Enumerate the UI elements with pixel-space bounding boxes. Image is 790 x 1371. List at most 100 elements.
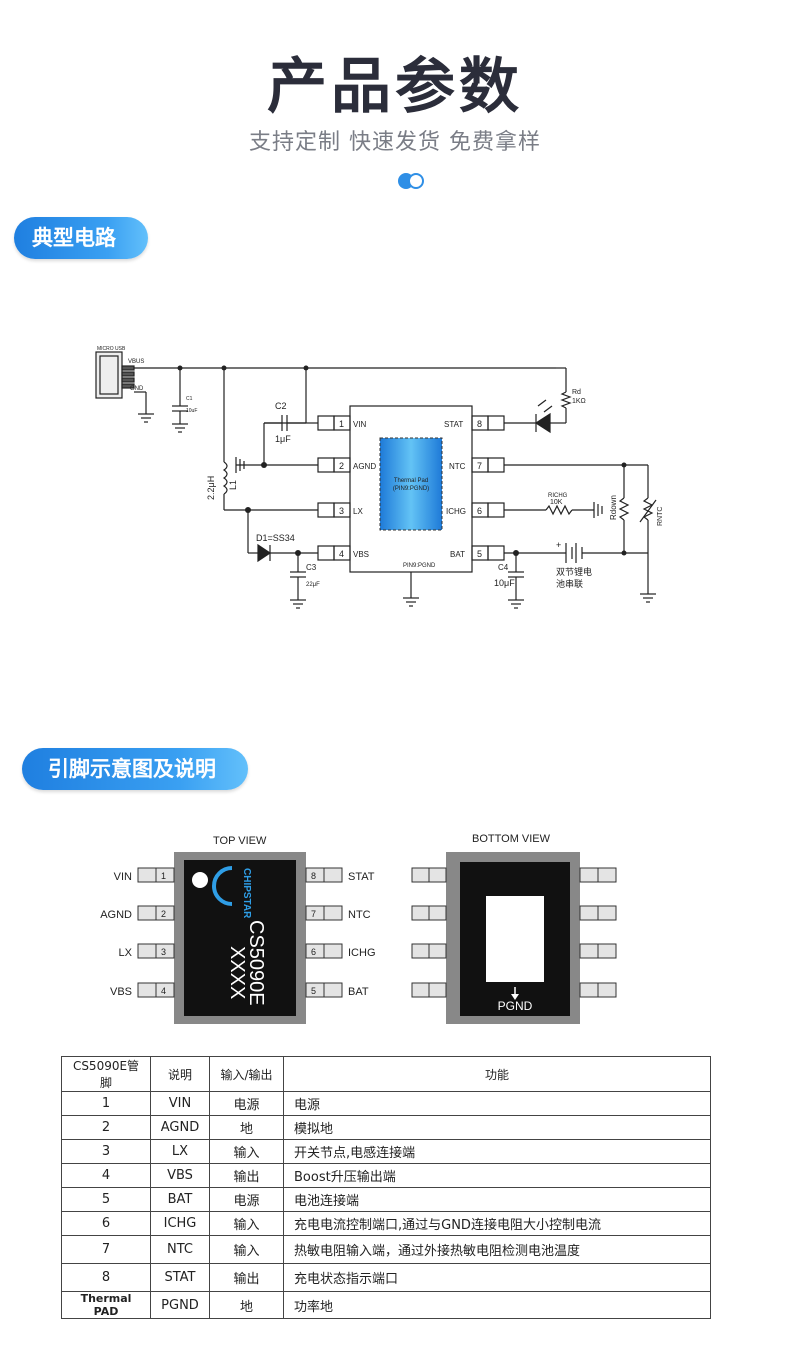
table-cell: 热敏电阻输入端，通过外接热敏电阻检测电池温度 <box>283 1235 711 1264</box>
bottom-view-label: BOTTOM VIEW <box>472 833 551 845</box>
c2-value: 1μF <box>275 434 291 444</box>
table-cell: PGND <box>150 1291 210 1319</box>
pkg-pin-name: NTC <box>348 909 371 921</box>
typical-circuit-diagram: MICRO USB VBUS GND C1 10uF C2 1μF 2.2μH … <box>95 346 664 609</box>
package-pinout-diagram: TOP VIEW BOTTOM VIEW 1 2 3 4 8 7 6 5 VIN… <box>100 833 617 1024</box>
table-header: 功能 <box>283 1056 711 1092</box>
chip-lot-code: XXXX <box>226 946 248 999</box>
l1-value: 2.2μH <box>206 476 216 500</box>
table-row: 3 LX 输入 开关节点,电感连接端 <box>61 1139 711 1164</box>
c4-label: C4 <box>498 563 509 572</box>
table-row: 2 AGND 地 模拟地 <box>61 1115 711 1140</box>
pkg-pin-name: VIN <box>114 871 132 883</box>
table-cell: ICHG <box>150 1211 210 1236</box>
table-cell: AGND <box>150 1115 210 1140</box>
pkg-pin-name: BAT <box>348 986 369 998</box>
pkg-pin-num: 1 <box>161 871 166 881</box>
d1-label: D1=SS34 <box>256 533 295 543</box>
table-row: 6 ICHG 输入 充电电流控制端口,通过与GND连接电阻大小控制电流 <box>61 1211 711 1236</box>
pkg-pin-num: 5 <box>311 986 316 996</box>
table-row: Thermal PAD PGND 地 功率地 <box>61 1291 711 1319</box>
table-cell: 输入 <box>209 1235 284 1264</box>
battery-label-1: 双节锂电 <box>556 566 592 577</box>
table-row: 4 VBS 输出 Boost升压输出端 <box>61 1163 711 1188</box>
table-header: 说明 <box>150 1056 210 1092</box>
c3-value: 22μF <box>306 582 320 588</box>
table-cell: NTC <box>150 1235 210 1264</box>
circuit-pin-name: VBS <box>353 550 369 559</box>
richg-value: 10K <box>550 499 563 506</box>
chip-part-number: CS5090E <box>245 920 267 1006</box>
table-cell: 输出 <box>209 1163 284 1188</box>
circuit-pin-num: 2 <box>339 461 344 471</box>
pkg-pin-num: 8 <box>311 871 316 881</box>
usb-gnd-label: GND <box>130 386 144 392</box>
richg-label: RICHG <box>548 493 568 499</box>
table-cell: 输入 <box>209 1211 284 1236</box>
circuit-pin-num: 7 <box>477 461 482 471</box>
table-cell: 4 <box>61 1163 151 1188</box>
rntc-label: RNTC <box>657 507 664 526</box>
table-cell: Thermal PAD <box>61 1291 151 1319</box>
table-cell: BAT <box>150 1187 210 1212</box>
table-cell: 2 <box>61 1115 151 1140</box>
table-cell: 功率地 <box>283 1291 711 1319</box>
table-cell: VIN <box>150 1091 210 1116</box>
table-cell: 电池连接端 <box>283 1187 711 1212</box>
table-cell: 6 <box>61 1211 151 1236</box>
c3-label: C3 <box>306 563 317 572</box>
circuit-pin-name: BAT <box>450 550 465 559</box>
pin9-label: PIN9:PGND <box>403 563 436 569</box>
table-cell: 7 <box>61 1235 151 1264</box>
pkg-pin-name: VBS <box>110 986 132 998</box>
table-cell: 开关节点,电感连接端 <box>283 1139 711 1164</box>
c4-value: 10μF <box>494 578 515 588</box>
thermal-pad-sublabel: (PIN9:PGND) <box>393 486 429 492</box>
circuit-pin-num: 4 <box>339 549 344 559</box>
table-cell: 8 <box>61 1263 151 1292</box>
pkg-pin-name: AGND <box>100 909 132 921</box>
section-heading-pinout: 引脚示意图及说明 <box>22 748 248 790</box>
pkg-pin-num: 4 <box>161 986 166 996</box>
rd-label: Rd <box>572 389 581 396</box>
pgnd-label: PGND <box>498 999 533 1013</box>
table-cell: 地 <box>209 1115 284 1140</box>
table-cell: Boost升压输出端 <box>283 1163 711 1188</box>
table-cell: 1 <box>61 1091 151 1116</box>
circuit-pin-name: ICHG <box>446 507 466 516</box>
pkg-pin-name: LX <box>119 947 133 959</box>
pin-description-table: CS5090E管脚 说明 输入/输出 功能 1 VIN 电源 电源 2 AGND… <box>61 1056 711 1319</box>
pkg-pin-num: 3 <box>161 947 166 957</box>
c1-label: C1 <box>186 396 193 402</box>
circuit-pin-name: LX <box>353 507 363 516</box>
table-cell: LX <box>150 1139 210 1164</box>
circuit-pin-num: 6 <box>477 506 482 516</box>
table-cell: 地 <box>209 1291 284 1319</box>
battery-plus: + <box>556 540 561 550</box>
table-row: 1 VIN 电源 电源 <box>61 1091 711 1116</box>
table-row: 5 BAT 电源 电池连接端 <box>61 1187 711 1212</box>
circuit-pin-num: 3 <box>339 506 344 516</box>
decorative-dots-icon <box>398 172 428 190</box>
c1-value: 10uF <box>186 408 197 414</box>
table-cell: 3 <box>61 1139 151 1164</box>
table-header-row: CS5090E管脚 说明 输入/输出 功能 <box>61 1056 711 1092</box>
thermal-pad-label: Thermal Pad <box>394 478 428 484</box>
circuit-pin-name: STAT <box>444 420 463 429</box>
table-header: CS5090E管脚 <box>61 1056 151 1092</box>
rdown-label: Rdown <box>609 495 618 520</box>
battery-label-2: 池串联 <box>556 578 583 589</box>
section-heading-circuit: 典型电路 <box>14 217 148 259</box>
table-cell: 电源 <box>283 1091 711 1116</box>
rd-value: 1KΩ <box>572 398 586 405</box>
table-cell: VBS <box>150 1163 210 1188</box>
circuit-pin-name: NTC <box>449 462 466 471</box>
table-row: 8 STAT 输出 充电状态指示端口 <box>61 1263 711 1292</box>
circuit-pin-name: AGND <box>353 462 376 471</box>
circuit-pin-num: 8 <box>477 419 482 429</box>
table-cell: 充电状态指示端口 <box>283 1263 711 1292</box>
pkg-pin-num: 6 <box>311 947 316 957</box>
pkg-pin-name: ICHG <box>348 947 376 959</box>
page-title: 产品参数 <box>267 52 523 122</box>
top-view-label: TOP VIEW <box>213 835 267 847</box>
